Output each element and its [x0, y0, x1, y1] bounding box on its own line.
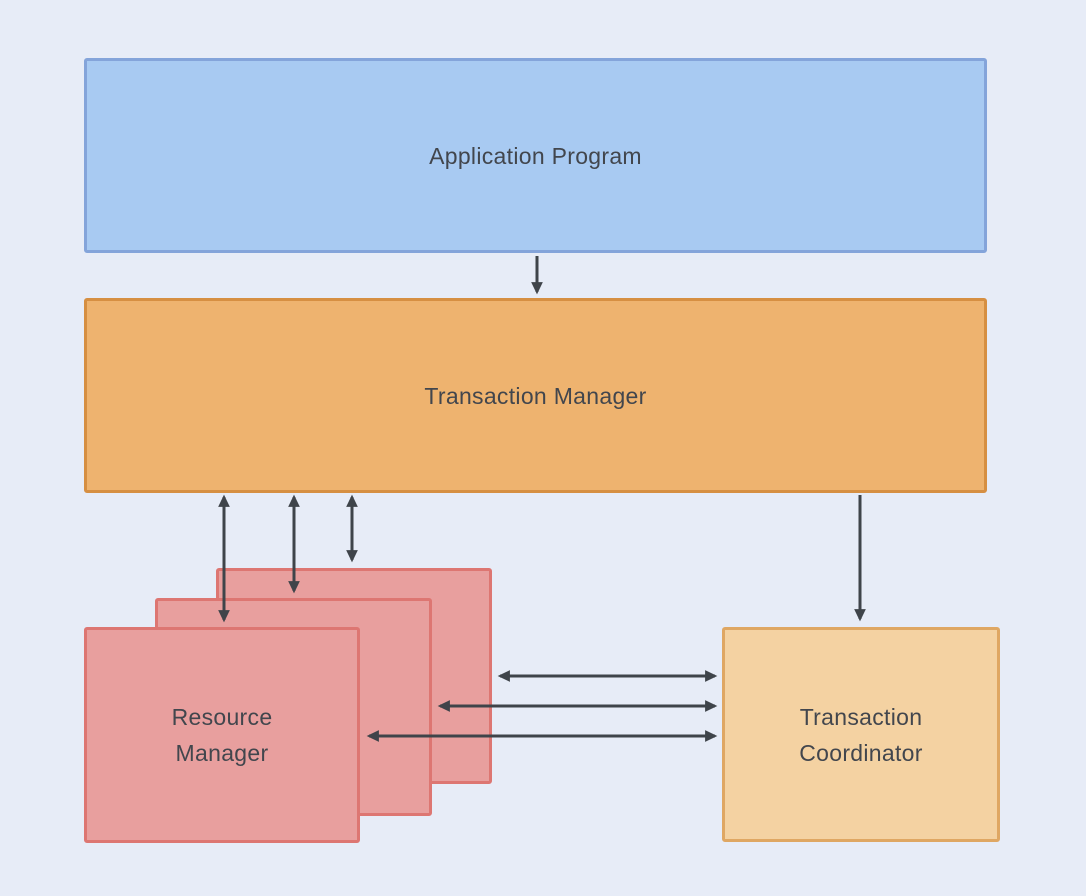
node-resource-manager-front: Resource Manager: [84, 627, 360, 843]
node-application-program: Application Program: [84, 58, 987, 253]
node-transaction-manager: Transaction Manager: [84, 298, 987, 493]
transaction-coordinator-label-line1: Transaction: [799, 703, 923, 730]
application-program-label: Application Program: [429, 142, 642, 169]
resource-manager-label-line2: Manager: [175, 740, 269, 766]
transaction-manager-label: Transaction Manager: [424, 382, 647, 409]
transaction-coordinator-label-line2: Coordinator: [799, 739, 923, 766]
node-transaction-coordinator: Transaction Coordinator: [722, 627, 1000, 842]
resource-manager-label-line1: Resource: [171, 704, 273, 730]
